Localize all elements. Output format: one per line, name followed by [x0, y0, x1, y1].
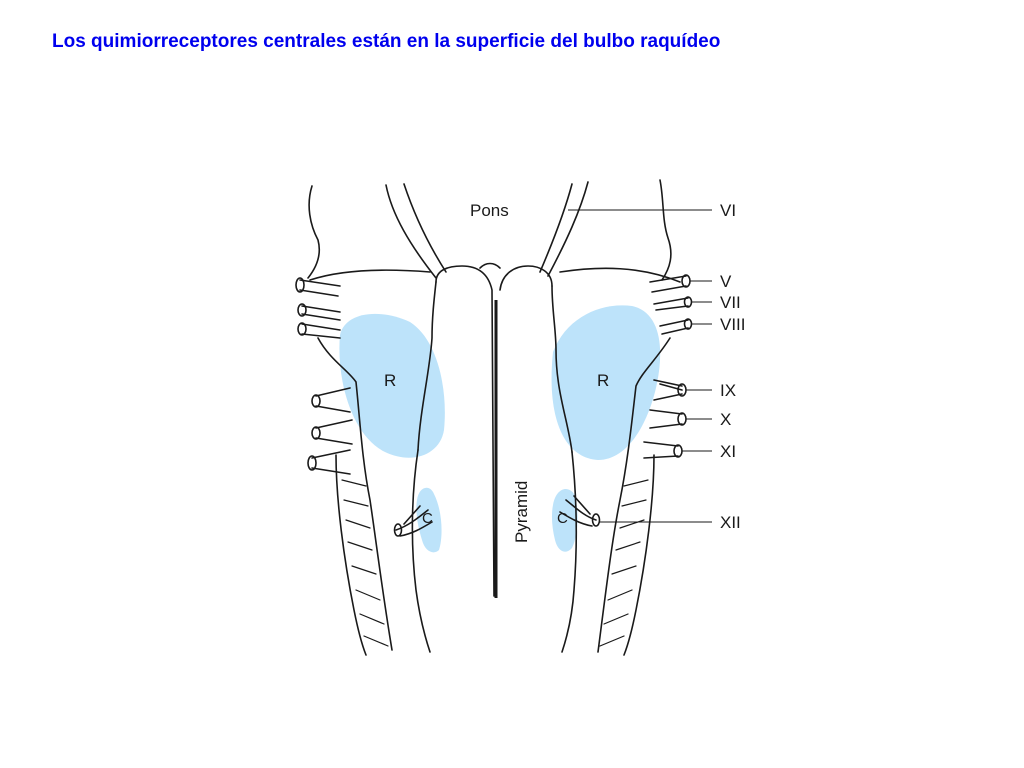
nerve-label-v: V: [720, 272, 732, 291]
nerve-label-viii: VIII: [720, 315, 746, 334]
r-label-right: R: [597, 371, 609, 390]
nerve-label-xii: XII: [720, 513, 741, 532]
pyramid-label: Pyramid: [512, 481, 531, 543]
c-area-left: [416, 487, 442, 553]
r-area-right: [551, 305, 661, 460]
diagram-labels: Pons R R C C Pyramid VI V VII VIII IX X …: [384, 201, 746, 543]
r-label-left: R: [384, 371, 396, 390]
nerve-label-ix: IX: [720, 381, 736, 400]
slide-title: Los quimiorreceptores centrales están en…: [52, 31, 721, 52]
chemoreceptor-areas: [339, 305, 661, 553]
nerve-label-xi: XI: [720, 442, 736, 461]
nerve-label-x: X: [720, 410, 731, 429]
brainstem-outline: [295, 179, 693, 656]
nerve-label-vii: VII: [720, 293, 741, 312]
r-area-left: [339, 313, 445, 458]
c-label-right: C: [557, 510, 568, 527]
leader-lines: [568, 209, 712, 523]
c-label-left: C: [422, 510, 433, 527]
pons-label: Pons: [470, 201, 509, 220]
nerve-label-vi: VI: [720, 201, 736, 220]
